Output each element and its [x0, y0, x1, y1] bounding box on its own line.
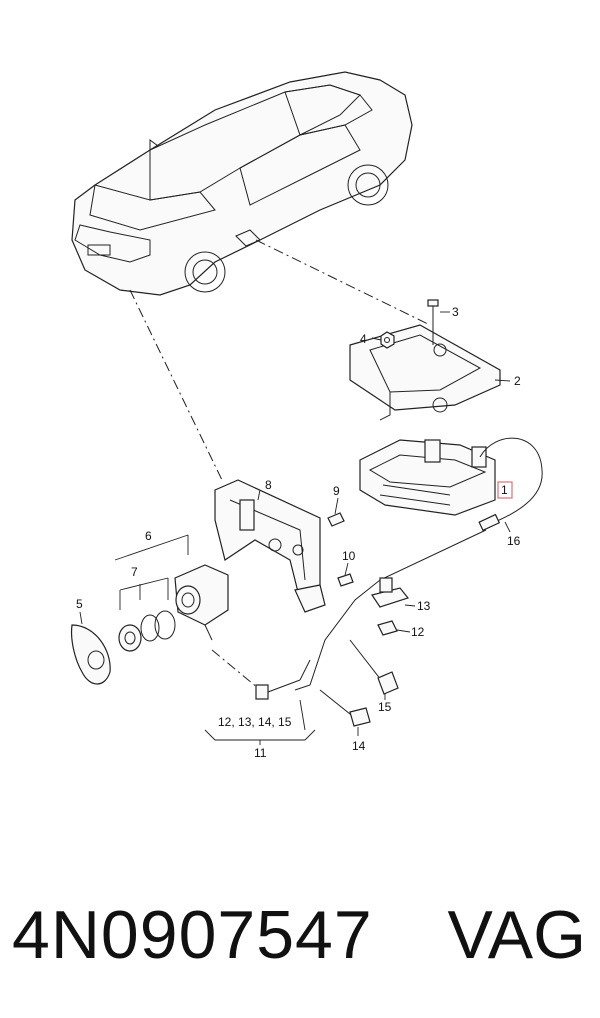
cable-tie-part-14: [349, 707, 371, 727]
control-unit-part-1: [359, 439, 496, 516]
label-6: 6: [145, 529, 152, 543]
label-7: 7: [131, 565, 138, 579]
label-11-group: 12, 13, 14, 15: [218, 715, 292, 729]
screw-part-3: [427, 299, 439, 345]
cover-part-5: [70, 624, 111, 685]
screw-part-9: [327, 512, 345, 527]
clip-part-12: [377, 620, 398, 636]
cable-tie-part-15: [377, 671, 399, 695]
part-1-highlight: [497, 481, 513, 499]
label-12: 12: [411, 625, 425, 639]
camera-bracket-part-8: [214, 479, 326, 613]
label-4: 4: [360, 332, 367, 346]
label-16: 16: [507, 534, 521, 548]
label-3: 3: [452, 305, 459, 319]
camera-part-6: [174, 564, 229, 641]
brand-name: VAG: [447, 897, 586, 973]
label-2: 2: [514, 374, 521, 388]
label-8: 8: [265, 478, 272, 492]
nut-part-4: [380, 331, 395, 349]
label-15: 15: [378, 700, 392, 714]
label-1: 1: [501, 483, 508, 497]
footer: 4N0907547 VAG: [0, 880, 600, 990]
seal-rings-part-7: [118, 610, 176, 652]
label-13: 13: [417, 599, 431, 613]
label-11: 11: [254, 746, 267, 760]
label-5: 5: [76, 597, 83, 611]
part-number: 4N0907547: [12, 897, 373, 973]
label-14: 14: [352, 739, 366, 753]
screw-part-10: [337, 573, 354, 587]
bracket-plate-part-2: [349, 324, 501, 421]
label-9: 9: [333, 484, 340, 498]
connector-part-13: [371, 577, 410, 608]
label-10: 10: [342, 549, 356, 563]
parts-exploded-diagram: 1 2 3 4 5 6 7 8 9 10 12, 13, 14, 15 11 1…: [70, 71, 543, 760]
car-illustration: [71, 71, 413, 296]
